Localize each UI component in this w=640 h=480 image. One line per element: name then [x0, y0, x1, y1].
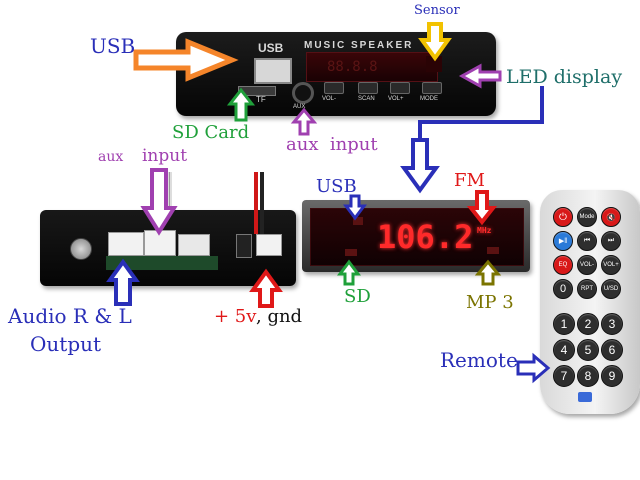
remote-mute-button[interactable]: 🔇	[601, 207, 621, 227]
remote-button-5[interactable]: 5	[577, 339, 599, 361]
fm-arrow	[466, 190, 498, 226]
front-buttons: VOL- SCAN VOL+ MODE	[322, 82, 444, 110]
mhz-unit: MHz	[477, 226, 492, 235]
power-wires	[250, 172, 270, 234]
button-scan[interactable]	[358, 82, 378, 94]
sd-label: SD	[344, 286, 371, 307]
audio-connector	[108, 232, 144, 256]
mounting-screw	[70, 238, 92, 260]
remote-label: Remote	[440, 348, 518, 372]
frequency-reading: 106.2	[377, 218, 474, 256]
aux-jack	[292, 82, 314, 104]
back-board-module	[40, 210, 296, 286]
pcb-green	[106, 256, 218, 270]
button-scan-label: SCAN	[358, 96, 375, 102]
remote-button-1[interactable]: 1	[553, 313, 575, 335]
remote-button-0[interactable]: 0	[553, 279, 573, 299]
usb-port-label: USB	[258, 41, 284, 55]
aux-input-left-label-2: input	[142, 146, 188, 166]
mp3-arrow	[474, 259, 502, 286]
button-vol-minus[interactable]	[324, 82, 344, 94]
power-gnd-label: , gnd	[256, 306, 303, 327]
sd-card-arrow	[226, 87, 256, 122]
audio-output-label-2: Output	[30, 332, 102, 356]
button-vol-plus-label: VOL+	[388, 96, 404, 102]
button-mode[interactable]	[422, 82, 442, 94]
display-down-arrow	[400, 138, 440, 194]
aux-input-left-arrow	[140, 168, 178, 236]
remote-button-9[interactable]: 9	[601, 365, 623, 387]
remote-vol-plus-button[interactable]: VOL+	[601, 255, 621, 275]
remote-mode-button[interactable]: Mode	[577, 207, 597, 227]
sensor-arrow	[418, 22, 452, 62]
remote-button-7[interactable]: 7	[553, 365, 575, 387]
remote-button-4[interactable]: 4	[553, 339, 575, 361]
remote-rpt-button[interactable]: RPT	[577, 279, 597, 299]
remote-control: ⏻ Mode 🔇 ▶‖ ⏮ ⏭ EQ VOL- VOL+ 0 RPT U/SD …	[540, 190, 640, 414]
audio-output-label-1: Audio R & L	[8, 304, 132, 328]
led-display-arrow	[458, 63, 502, 89]
aux-input-top-arrow	[290, 107, 318, 136]
remote-arrow	[516, 352, 551, 384]
front-display-window: 88.8.8	[306, 52, 438, 82]
remote-usd-button[interactable]: U/SD	[601, 279, 621, 299]
sensor-label: Sensor	[414, 3, 460, 18]
remote-next-button[interactable]: ⏭	[601, 231, 621, 251]
fm-label: FM	[454, 170, 485, 191]
usb-label: USB	[90, 34, 136, 58]
usb-indicator	[353, 217, 363, 225]
button-vol-minus-label: VOL-	[322, 96, 337, 102]
led-display-label: LED display	[506, 66, 623, 88]
sd-indicator	[345, 249, 357, 256]
remote-play-pause-button[interactable]: ▶‖	[553, 231, 573, 251]
power-connector	[256, 234, 282, 256]
remote-logo	[578, 392, 592, 402]
sensor-window	[426, 56, 442, 72]
power-5v-label: + 5v	[214, 306, 257, 327]
remote-vol-minus-button[interactable]: VOL-	[577, 255, 597, 275]
remote-button-8[interactable]: 8	[577, 365, 599, 387]
remote-power-button[interactable]: ⏻	[553, 207, 573, 227]
usb-arrow	[133, 38, 239, 82]
remote-button-3[interactable]: 3	[601, 313, 623, 335]
aux-input-left-label-1: aux	[98, 149, 124, 165]
remote-button-6[interactable]: 6	[601, 339, 623, 361]
usb-display-arrow	[343, 194, 367, 221]
sd-display-arrow	[337, 259, 361, 286]
capacitor	[236, 234, 252, 258]
power-arrow	[249, 268, 283, 308]
tf-label: TF	[256, 95, 266, 104]
extra-connector	[178, 234, 210, 256]
display-screen: 106.2 MHz	[310, 208, 524, 266]
remote-eq-button[interactable]: EQ	[553, 255, 573, 275]
aux-input-top-label: aux input	[286, 134, 378, 155]
remote-button-2[interactable]: 2	[577, 313, 599, 335]
button-vol-plus[interactable]	[390, 82, 410, 94]
brand-text: MUSIC SPEAKER	[304, 40, 414, 51]
remote-prev-button[interactable]: ⏮	[577, 231, 597, 251]
audio-output-arrow	[106, 258, 140, 306]
connector-line	[418, 86, 544, 140]
usb-port	[254, 58, 292, 84]
aux-label: AUX	[293, 104, 306, 110]
usb-display-label: USB	[316, 176, 357, 197]
mp3-label: MP 3	[466, 292, 514, 313]
sd-card-label: SD Card	[172, 122, 250, 143]
mp3-indicator	[487, 247, 499, 254]
button-mode-label: MODE	[420, 96, 438, 102]
